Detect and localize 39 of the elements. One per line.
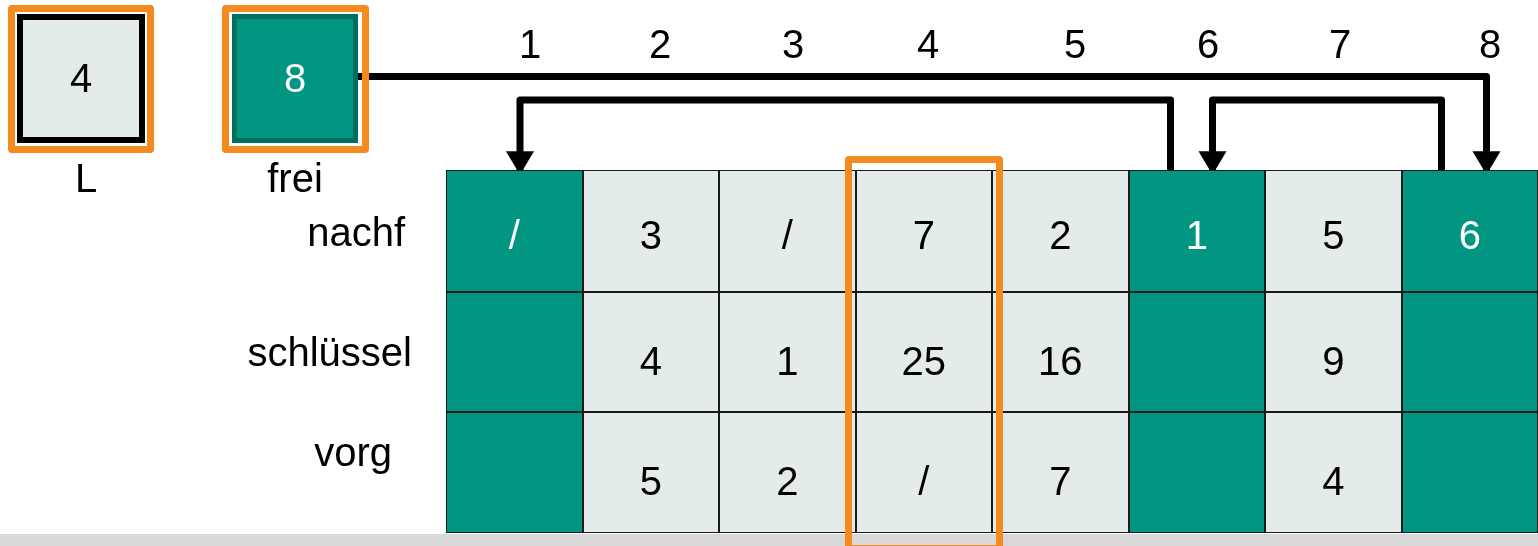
column-index: 7 xyxy=(1328,24,1352,64)
table-cell: / xyxy=(446,170,583,292)
table-cell: 3 xyxy=(582,170,719,292)
table-cell: 7 xyxy=(992,412,1129,533)
pointer-box: 4 xyxy=(17,14,145,143)
table-cell: 1 xyxy=(719,292,856,412)
table-cell xyxy=(1128,292,1265,412)
pointer-name: frei xyxy=(267,158,323,198)
table-cell xyxy=(446,412,583,533)
table-cell xyxy=(1401,292,1538,412)
row-label: nachf xyxy=(307,212,405,252)
table-cell: 2 xyxy=(992,170,1129,292)
table-cell: 2 xyxy=(719,412,856,533)
pointer-box: 8 xyxy=(232,14,358,143)
column-index: 4 xyxy=(916,24,940,64)
column-index: 2 xyxy=(648,24,672,64)
table-cell: 1 xyxy=(1128,170,1265,292)
table-cell: 25 xyxy=(855,292,992,412)
row-label: vorg xyxy=(314,432,392,472)
row-label: schlüssel xyxy=(247,332,412,372)
table-cell: 4 xyxy=(1265,412,1402,533)
table-cell: 7 xyxy=(855,170,992,292)
column-index: 5 xyxy=(1063,24,1087,64)
table-cell: 16 xyxy=(992,292,1129,412)
column-index: 8 xyxy=(1478,24,1502,64)
table-cell: 6 xyxy=(1401,170,1538,292)
pointer-name: L xyxy=(74,158,98,198)
table-cell: 5 xyxy=(1265,170,1402,292)
table-cell: / xyxy=(855,412,992,533)
table-cell: 4 xyxy=(582,292,719,412)
table-cell: / xyxy=(719,170,856,292)
table-cell: 5 xyxy=(582,412,719,533)
column-index: 3 xyxy=(781,24,805,64)
table-cell xyxy=(1128,412,1265,533)
table-cell xyxy=(446,292,583,412)
column-index: 6 xyxy=(1196,24,1220,64)
table-cell xyxy=(1401,412,1538,533)
column-index: 1 xyxy=(518,24,542,64)
table-cell: 9 xyxy=(1265,292,1402,412)
